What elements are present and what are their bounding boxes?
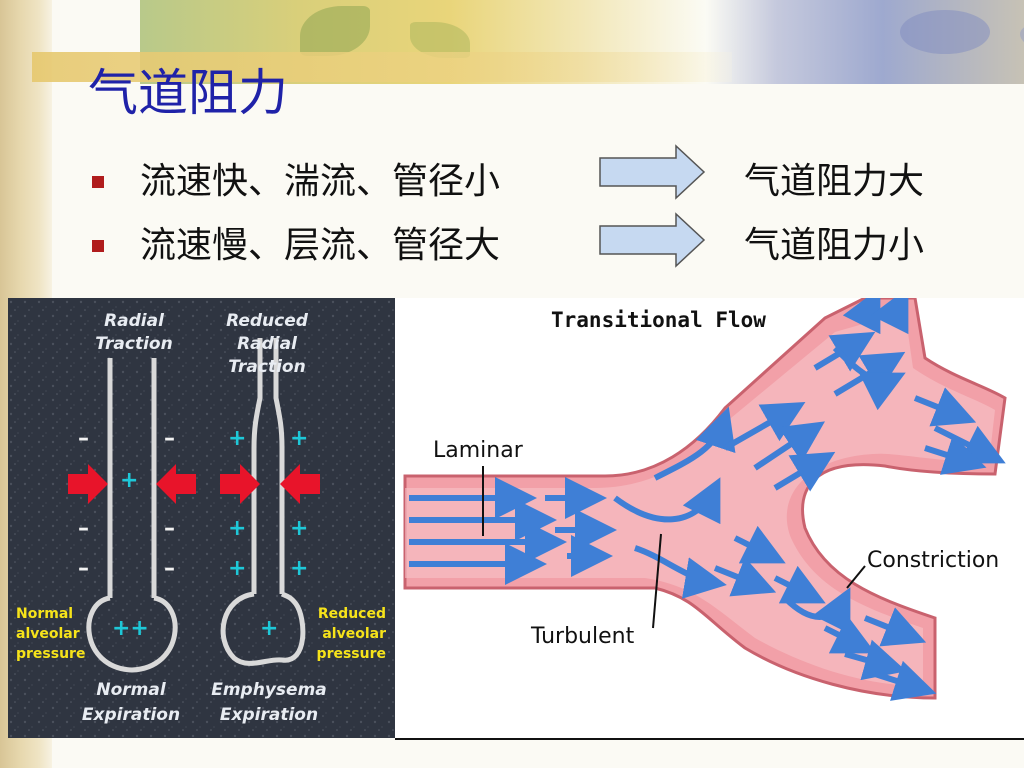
normal-expiration-label: Normal Expiration bbox=[81, 680, 181, 725]
inward-arrow-icon bbox=[156, 464, 196, 504]
minus-sign: – bbox=[78, 516, 89, 541]
normal-pressure-label: Normal alveolar pressure bbox=[16, 606, 86, 662]
minus-sign: – bbox=[164, 426, 175, 451]
inward-arrow-icon bbox=[220, 464, 260, 504]
airway-traction-figure: Radial Traction Reduced Radial Traction … bbox=[8, 298, 395, 738]
plus-sign: + bbox=[228, 556, 247, 581]
airway-traction-drawing bbox=[8, 298, 395, 738]
bullet-marker bbox=[92, 176, 104, 188]
figure-bottom-rule bbox=[395, 738, 1024, 740]
minus-sign: – bbox=[78, 426, 89, 451]
constriction-label: Constriction bbox=[867, 548, 1000, 573]
plus-sign: + bbox=[290, 516, 309, 541]
bullet-2-left-text: 流速慢、层流、管径大 bbox=[140, 225, 501, 266]
page-title: 气道阻力 bbox=[88, 64, 288, 122]
leaf-decoration bbox=[900, 10, 990, 54]
bullet-marker bbox=[92, 240, 104, 252]
transitional-flow-figure: Transitional Flow Laminar Turbulent Cons… bbox=[395, 298, 1024, 740]
plus-sign: + bbox=[228, 426, 247, 451]
reduced-radial-traction-label: Reduced Radial Traction bbox=[226, 311, 308, 377]
plus-sign: + bbox=[290, 426, 309, 451]
bullet-1-left-text: 流速快、湍流、管径小 bbox=[140, 161, 501, 202]
plus-sign: + bbox=[260, 616, 279, 641]
radial-traction-label: Radial Traction bbox=[95, 311, 173, 354]
branching-airway-drawing bbox=[403, 298, 1007, 701]
inward-arrow-icon bbox=[280, 464, 320, 504]
banner-gold-band bbox=[32, 52, 732, 82]
minus-sign: – bbox=[78, 556, 89, 581]
leaf-decoration bbox=[1020, 18, 1024, 58]
minus-sign: – bbox=[164, 556, 175, 581]
bullet-1-right-text: 气道阻力大 bbox=[744, 161, 925, 202]
laminar-label: Laminar bbox=[433, 438, 523, 463]
plus-sign: + bbox=[290, 556, 309, 581]
right-arrow-icon bbox=[599, 212, 706, 268]
double-plus-sign: ++ bbox=[112, 616, 149, 641]
transitional-flow-title: Transitional Flow bbox=[551, 308, 766, 332]
turbulent-label: Turbulent bbox=[531, 624, 635, 649]
top-decorative-banner bbox=[140, 0, 1024, 84]
minus-sign: – bbox=[164, 516, 175, 541]
reduced-pressure-label: Reduced alveolar pressure bbox=[316, 606, 386, 662]
plus-sign: + bbox=[120, 468, 139, 493]
right-arrow-icon bbox=[599, 144, 706, 200]
bullet-2-right-text: 气道阻力小 bbox=[744, 225, 925, 266]
emphysema-expiration-label: Emphysema Expiration bbox=[211, 680, 327, 725]
inward-arrow-icon bbox=[68, 464, 108, 504]
plus-sign: + bbox=[228, 516, 247, 541]
leaf-decoration bbox=[300, 6, 370, 56]
